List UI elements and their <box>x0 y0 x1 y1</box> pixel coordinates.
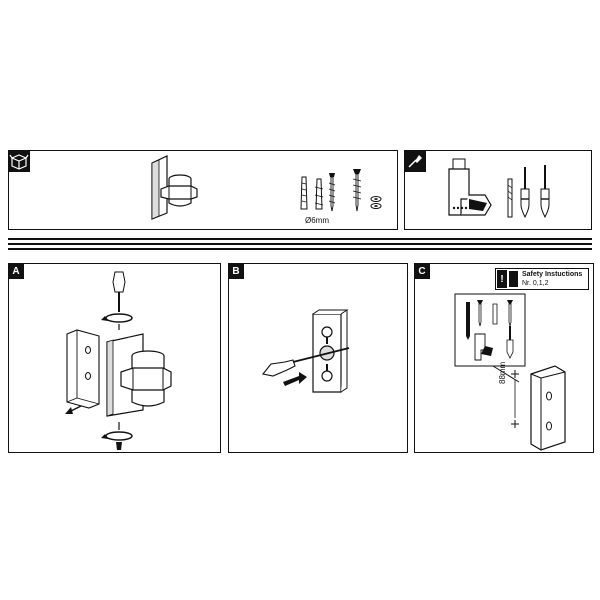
drill-bit-icon <box>507 178 513 218</box>
screw-icon <box>352 169 362 212</box>
dowel-icon <box>314 178 324 210</box>
step-b-label: B <box>228 263 244 279</box>
step-c-panel: C ! Safety Instuctions Nr. 0,1,2 <box>414 263 594 453</box>
drill-icon <box>448 158 492 216</box>
step-c-illustration: 88mm <box>454 293 566 451</box>
screwdriver-phillips-icon <box>540 165 550 219</box>
screwdriver-tip <box>116 442 122 450</box>
dimension-label: 88mm <box>498 361 507 384</box>
dowel-icon <box>492 303 498 325</box>
tools-panel <box>404 150 592 230</box>
pencil-icon <box>466 302 470 340</box>
open-box-icon <box>8 150 30 172</box>
screw-icon <box>328 173 336 212</box>
divider-line <box>8 243 592 245</box>
safety-title: Safety Instuctions <box>522 271 583 278</box>
rotate-arrow-icon <box>101 431 133 441</box>
document-icon <box>509 271 518 287</box>
dowel-diameter-label: Ø6mm <box>305 216 329 225</box>
mounting-plate <box>312 309 349 393</box>
tools-illustration <box>448 158 550 219</box>
washer-icon <box>370 196 382 209</box>
step-b-illustration <box>262 309 350 393</box>
rotate-arrow-icon <box>101 313 133 323</box>
drill-icon <box>474 333 493 361</box>
screwdriver-icon <box>112 271 126 312</box>
mounting-plate <box>530 365 566 451</box>
tools-callout <box>454 293 526 383</box>
wall-lamp <box>106 333 172 417</box>
warning-icon: ! <box>497 270 507 288</box>
step-a-illustration <box>65 271 172 450</box>
contents-panel: Ø6mm <box>8 150 398 230</box>
wall-lamp-illustration <box>151 155 198 220</box>
drill-mark-icon <box>511 420 519 428</box>
hardware-illustration: Ø6mm <box>300 169 382 225</box>
direction-arrow-icon <box>65 405 82 414</box>
step-c-label: C <box>414 263 430 279</box>
screwdriver-icon <box>262 347 350 377</box>
drill-mark-icon <box>511 370 519 378</box>
screw-icon <box>507 300 513 327</box>
direction-arrow-icon <box>283 372 307 386</box>
safety-instructions-box: ! Safety Instuctions Nr. 0,1,2 <box>495 268 589 290</box>
step-a-panel: A <box>8 263 221 453</box>
divider-line <box>8 238 592 240</box>
screw-icon <box>477 300 483 327</box>
screwdriver-icon <box>506 326 514 359</box>
dowel-icon <box>300 176 308 210</box>
mounting-plate <box>66 329 100 409</box>
safety-number: Nr. 0,1,2 <box>522 280 549 287</box>
screwdriver-icon <box>404 150 426 172</box>
step-b-panel: B <box>228 263 408 453</box>
step-a-label: A <box>8 263 24 279</box>
divider-line <box>8 248 592 250</box>
screwdriver-flat-icon <box>520 167 530 219</box>
